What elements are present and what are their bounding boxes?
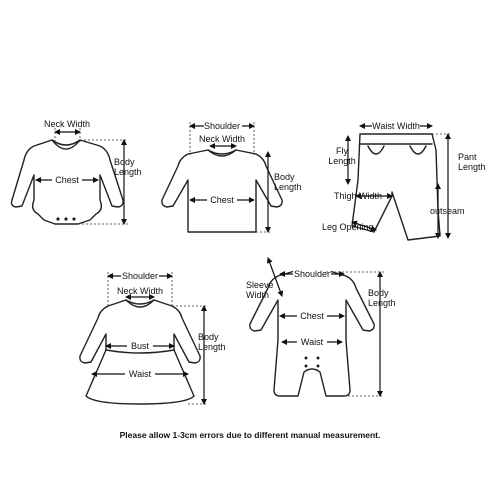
shirt-collar [207,149,237,157]
leg-opening-label: Leg Opening [322,222,374,232]
bodysuit-outline [10,139,124,225]
neck-width-label: Neck Width [199,134,245,144]
snap-button [304,356,308,360]
pocket [409,145,427,155]
shoulder-label: Shoulder [294,269,330,279]
sleeve-width-arrow [266,257,284,297]
snap-button [56,217,60,221]
snap-button [316,364,320,368]
neck-width-label: Neck Width [44,119,90,129]
measurement-note: Please allow 1-3cm errors due to differe… [120,430,381,440]
pocket [367,145,385,155]
snap-button [316,356,320,360]
snap-button [304,364,308,368]
chest-label: Chest [210,195,234,205]
shoulder-label: Shoulder [204,121,240,131]
leg-opening-arrow [351,220,377,232]
chest-label: Chest [55,175,79,185]
waist-width-label: Waist Width [372,121,420,131]
romper-outline [249,269,375,397]
dress-waistline [105,349,175,354]
shoulder-label: Shoulder [122,271,158,281]
outseam-label: outseam [430,206,465,216]
snap-button [72,217,76,221]
dress-outline [79,299,201,405]
shirt-outline [161,149,283,233]
waist-label: Waist [129,369,152,379]
bust-label: Bust [131,341,150,351]
thigh-width-label: Thigh Width [334,191,382,201]
neck-width-label: Neck Width [117,286,163,296]
snap-button [64,217,68,221]
chest-label: Chest [300,311,324,321]
dress-collar [125,299,155,308]
bodysuit-collar [51,139,81,150]
waist-label: Waist [301,337,324,347]
pants-outline [351,133,441,241]
